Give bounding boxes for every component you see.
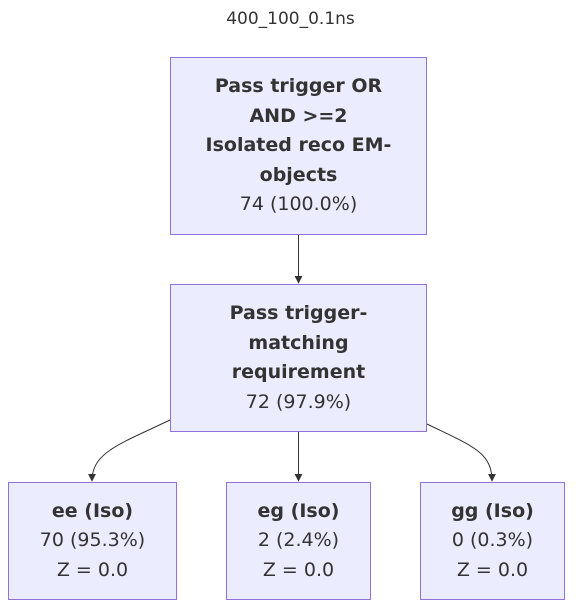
node-trigger-matching-count: 72 (97.9%) bbox=[245, 390, 352, 413]
node-trigger-matching-label-line-2: matching bbox=[248, 331, 349, 354]
node-trigger-matching: Pass trigger- matching requirement 72 (9… bbox=[170, 284, 427, 432]
node-eg-iso-label: eg (Iso) bbox=[257, 499, 340, 522]
node-pass-trigger: Pass trigger OR AND >=2 Isolated reco EM… bbox=[170, 57, 427, 235]
node-gg-iso-label: gg (Iso) bbox=[451, 499, 534, 522]
node-eg-iso: eg (Iso) 2 (2.4%) Z = 0.0 bbox=[226, 482, 371, 600]
node-pass-trigger-label-line-3: Isolated reco EM- bbox=[205, 134, 392, 157]
node-gg-iso: gg (Iso) 0 (0.3%) Z = 0.0 bbox=[420, 482, 565, 600]
node-trigger-matching-label-line-1: Pass trigger- bbox=[229, 302, 368, 324]
edge-middle-to-ee bbox=[88, 419, 171, 482]
node-pass-trigger-label-line-2: AND >=2 bbox=[249, 104, 348, 127]
node-eg-iso-z: Z = 0.0 bbox=[262, 558, 335, 581]
node-ee-iso: ee (Iso) 70 (95.3%) Z = 0.0 bbox=[8, 482, 177, 600]
node-ee-iso-label: ee (Iso) bbox=[51, 499, 134, 522]
node-ee-iso-z: Z = 0.0 bbox=[56, 558, 129, 581]
node-eg-iso-count: 2 (2.4%) bbox=[257, 529, 340, 552]
node-trigger-matching-label-line-3: requirement bbox=[231, 361, 366, 383]
node-pass-trigger-count: 74 (100.0%) bbox=[239, 193, 358, 216]
edge-middle-to-gg bbox=[426, 423, 496, 482]
node-ee-iso-count: 70 (95.3%) bbox=[39, 529, 146, 552]
diagram-title: 400_100_0.1ns bbox=[226, 9, 355, 29]
node-gg-iso-count: 0 (0.3%) bbox=[451, 529, 534, 552]
node-gg-iso-z: Z = 0.0 bbox=[456, 558, 529, 581]
node-pass-trigger-label-line-1: Pass trigger OR bbox=[214, 75, 383, 98]
node-pass-trigger-label-line-4: objects bbox=[259, 163, 338, 186]
